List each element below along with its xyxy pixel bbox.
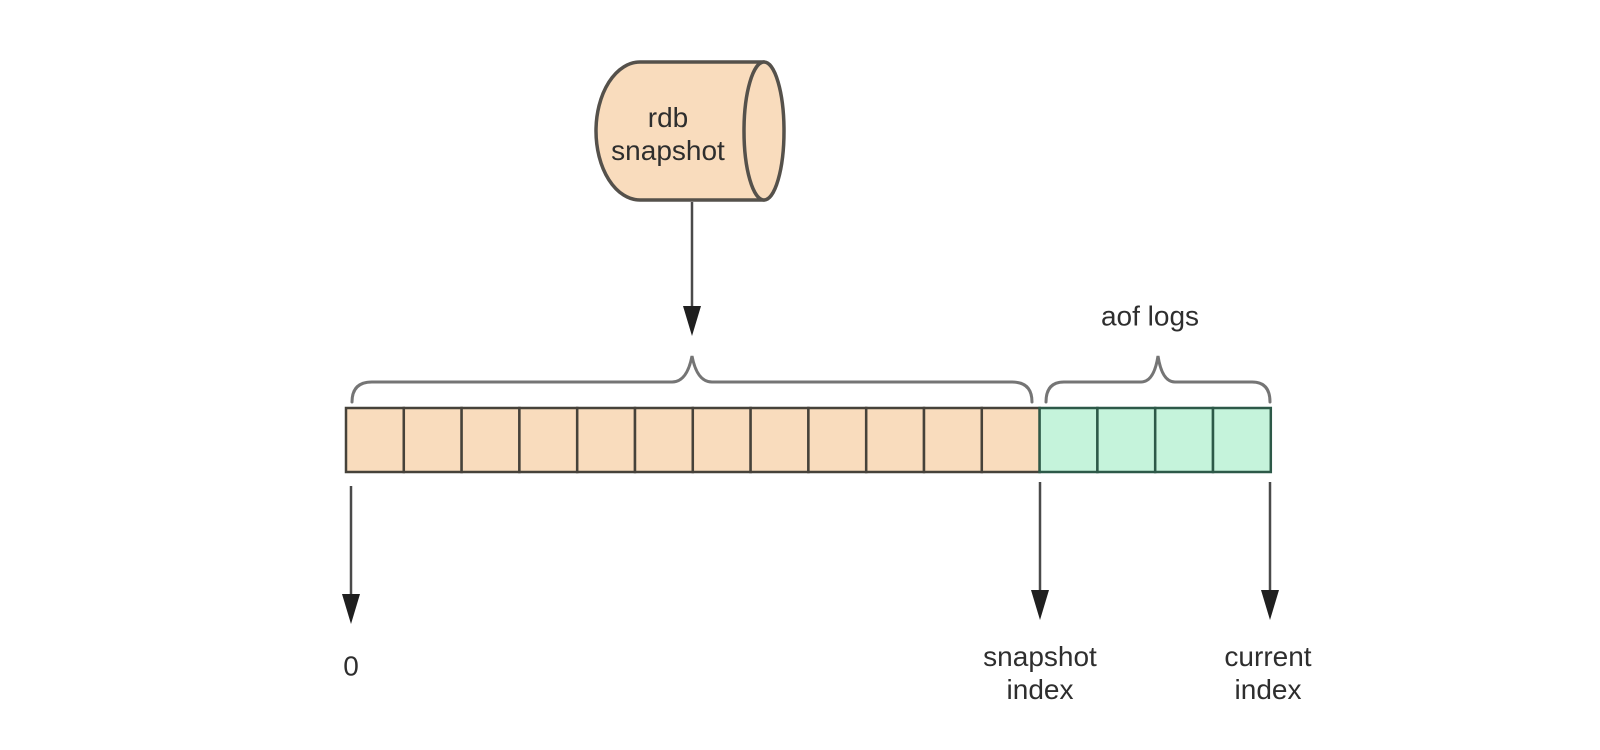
rdb-cylinder-shape — [594, 60, 786, 202]
snapshot-cell — [980, 406, 1041, 474]
aof-cell — [1096, 406, 1157, 474]
snapshot-cell — [460, 406, 521, 474]
current-index-arrow — [1261, 482, 1279, 620]
snapshot-cell — [807, 406, 868, 474]
zero-index-label: 0 — [343, 650, 359, 682]
cylinder-to-array-arrow — [683, 202, 701, 336]
aof-cell — [1038, 406, 1099, 474]
snapshot-cell — [749, 406, 810, 474]
rdb-cylinder-label-line1: rdb — [647, 102, 689, 133]
snapshot-cell — [864, 406, 926, 474]
snapshot-index-label-line2: index — [1006, 674, 1074, 705]
aof-cell — [1153, 406, 1215, 474]
aof-logs-label: aof logs — [1100, 300, 1200, 332]
array-cells — [344, 406, 1273, 474]
current-index-label-line2: index — [1234, 674, 1302, 705]
snapshot-cell — [518, 406, 579, 474]
aof-brace — [1044, 355, 1272, 404]
snapshot-cell — [575, 406, 637, 474]
rdb-cylinder-label-line2: snapshot — [611, 135, 725, 166]
snapshot-cell — [633, 406, 695, 474]
zero-index-arrow — [342, 486, 360, 624]
snapshot-cell — [344, 406, 406, 474]
snapshot-brace — [350, 355, 1034, 404]
rdb-cylinder-label: rdb snapshot — [611, 101, 725, 167]
current-index-label: current index — [1224, 640, 1311, 706]
snapshot-index-label-line1: snapshot — [983, 641, 1097, 672]
snapshot-cell — [691, 406, 752, 474]
snapshot-cell — [922, 406, 984, 474]
snapshot-index-arrow — [1031, 482, 1049, 620]
aof-cell — [1211, 406, 1273, 474]
current-index-label-line1: current — [1224, 641, 1312, 672]
snapshot-index-label: snapshot index — [983, 640, 1097, 706]
snapshot-cell — [402, 406, 463, 474]
